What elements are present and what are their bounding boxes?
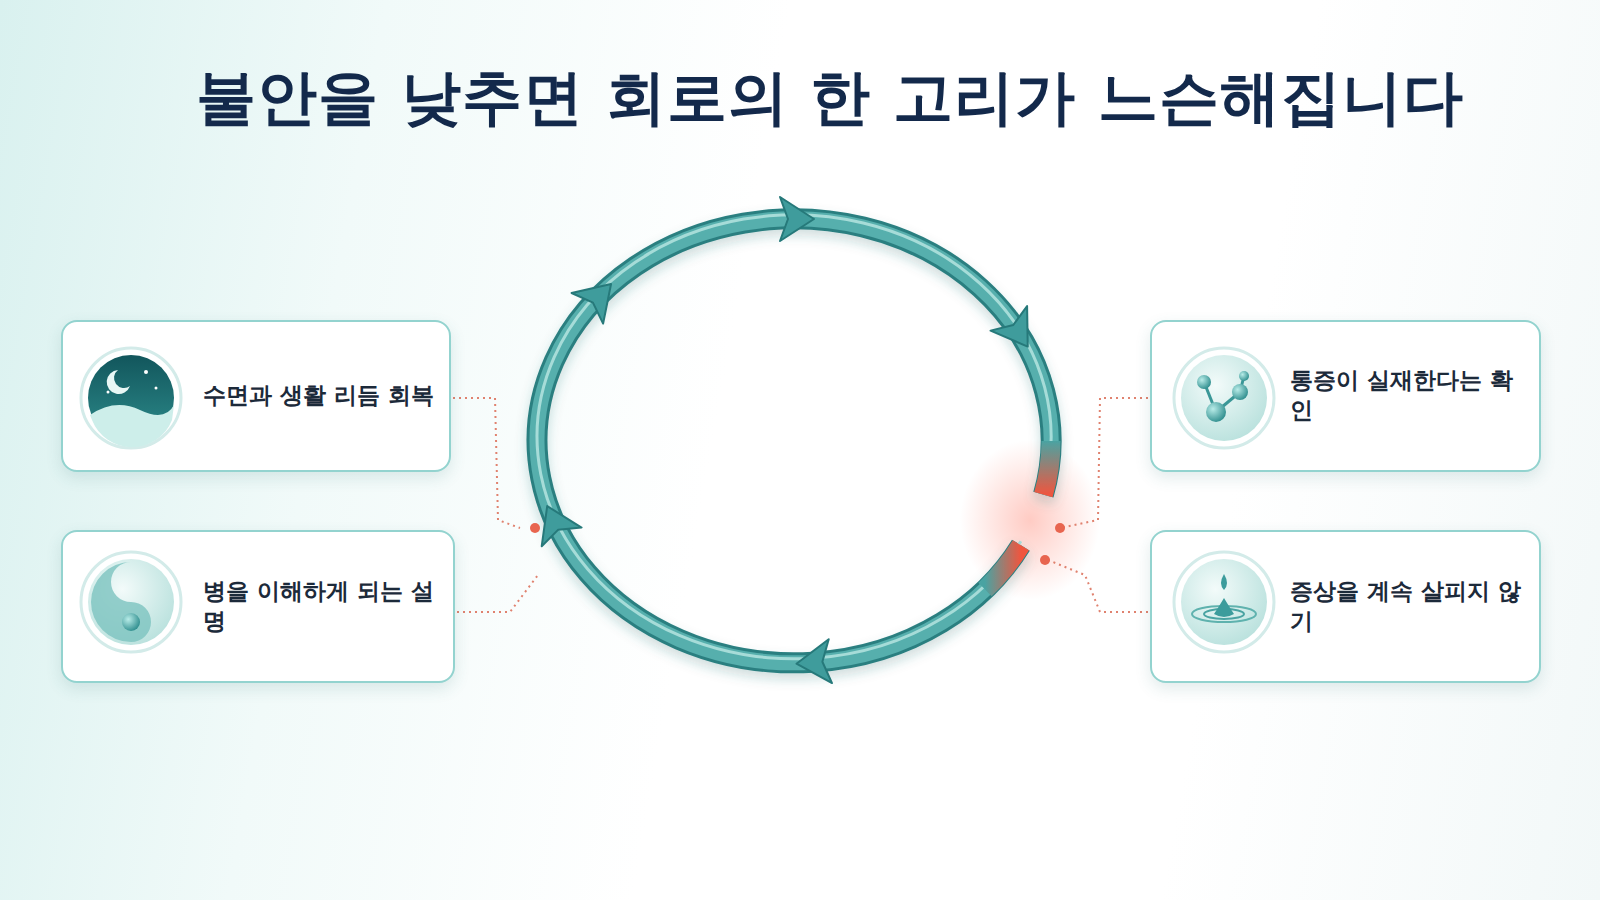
ring-highlight xyxy=(537,215,1051,659)
leader-dot xyxy=(1040,555,1050,565)
box-label: 병을 이해하게 되는 설명 xyxy=(203,577,439,637)
bond xyxy=(1204,382,1216,412)
ripple xyxy=(1192,606,1256,622)
ripple xyxy=(1204,609,1244,619)
leader-lines xyxy=(453,398,1148,612)
step-box: 증상을 계속 살피지 않기 xyxy=(1150,530,1541,683)
leader-line xyxy=(1060,398,1148,528)
arrowheads xyxy=(527,197,1046,686)
atom xyxy=(1232,384,1248,400)
arrowhead xyxy=(991,306,1046,359)
icon-ring xyxy=(1174,552,1274,652)
icon-disc xyxy=(88,559,174,645)
box-label: 통증이 실재한다는 확인 xyxy=(1290,366,1525,426)
yin-yang xyxy=(91,562,151,642)
balance-icon xyxy=(81,552,181,652)
atom xyxy=(1206,402,1226,422)
step-box: 수면과 생활 리듬 회복 xyxy=(61,320,451,472)
text-group: 통증이 실재한다는 확인 xyxy=(1290,366,1525,426)
break-glow xyxy=(960,440,1100,600)
atom xyxy=(1197,375,1211,389)
leader-line xyxy=(453,398,520,528)
star xyxy=(107,391,110,394)
arrowhead xyxy=(780,197,814,241)
arrowhead xyxy=(795,639,832,685)
break-end-lower xyxy=(985,545,1021,589)
break-end-upper xyxy=(1043,441,1051,495)
leader-dot xyxy=(530,523,540,533)
bond xyxy=(1240,376,1244,392)
icon-wave xyxy=(90,405,174,447)
step-box: 병을 이해하게 되는 설명 xyxy=(61,530,455,683)
arrowhead xyxy=(527,497,581,546)
box-label: 증상을 계속 살피지 않기 xyxy=(1290,577,1525,637)
leader-dot xyxy=(1055,523,1065,533)
icon-ring xyxy=(81,348,181,448)
splash xyxy=(1214,598,1234,617)
star xyxy=(155,387,158,390)
star xyxy=(144,370,148,374)
atom xyxy=(1239,371,1249,381)
sleep-icon xyxy=(81,348,181,448)
box-label: 수면과 생활 리듬 회복 xyxy=(203,381,434,411)
text-group: 증상을 계속 살피지 않기 xyxy=(1290,577,1525,637)
icon-ring xyxy=(81,552,181,652)
icon-disc xyxy=(1181,355,1267,441)
title: 불안을 낮추면 회로의 한 고리가 느슨해집니다 xyxy=(100,58,1560,139)
bond xyxy=(1216,392,1240,412)
bonds xyxy=(1204,376,1244,412)
icon-ball xyxy=(122,613,140,631)
moon xyxy=(107,370,130,394)
text-group: 수면과 생활 리듬 회복 xyxy=(203,381,434,411)
icon-ring xyxy=(1174,348,1274,448)
droplet xyxy=(1221,574,1227,590)
text-group: 병을 이해하게 되는 설명 xyxy=(203,577,439,637)
icon-disc xyxy=(1181,559,1267,645)
leader-line xyxy=(1048,560,1148,612)
leader-dots xyxy=(530,523,1065,565)
leader-line xyxy=(457,575,538,612)
step-box: 통증이 실재한다는 확인 xyxy=(1150,320,1541,472)
arrowhead xyxy=(572,269,627,324)
molecule-icon xyxy=(1174,348,1274,448)
cycle-ring xyxy=(537,215,1051,663)
icon-disc xyxy=(88,355,174,441)
ripple-icon xyxy=(1174,552,1274,652)
